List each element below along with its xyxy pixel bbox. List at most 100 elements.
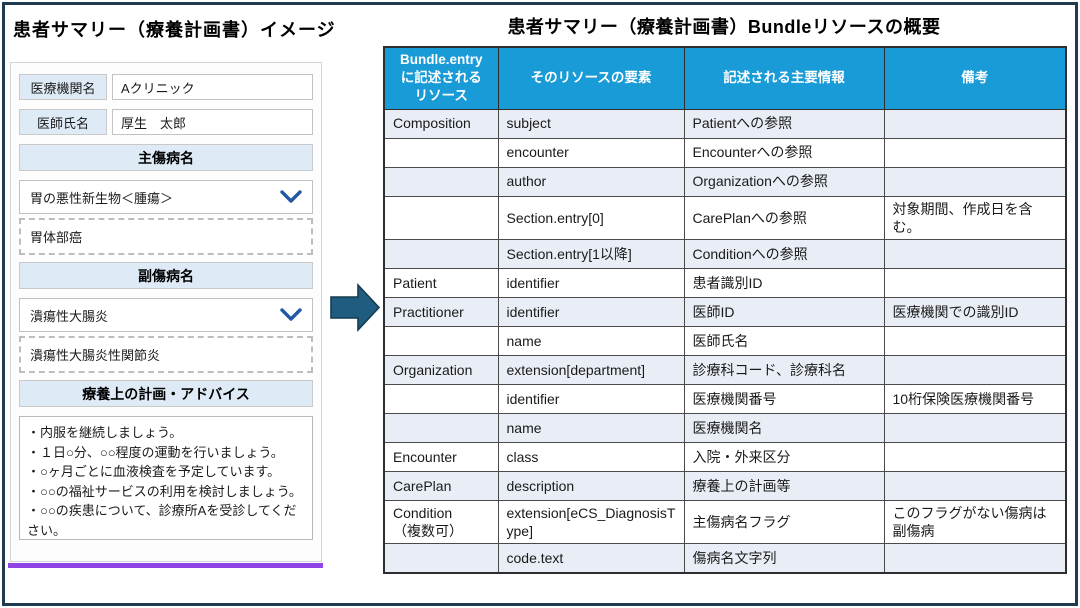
cell-element: name: [497, 412, 685, 443]
cell-resource: Condition （複数可）: [383, 499, 499, 545]
main-disease-dropdown[interactable]: 胃の悪性新生物＜腫瘍＞: [19, 180, 313, 214]
care-plan-section-header: 療養上の計画・アドバイス: [19, 380, 313, 407]
institution-label: 医療機関名: [19, 74, 107, 100]
main-disease-sub-input[interactable]: 胃体部癌: [19, 218, 313, 255]
purple-underline: [8, 563, 323, 568]
cell-remarks: 10桁保険医療機関番号: [883, 383, 1067, 414]
table-row: Section.entry[0]CarePlanへの参照対象期間、作成日を含む。: [383, 195, 1067, 240]
cell-main-info: 医療機関番号: [683, 383, 885, 414]
cell-main-info: 入院・外来区分: [683, 441, 885, 472]
left-panel-title: 患者サマリー（療養計画書）イメージ: [13, 20, 336, 40]
table-row: Condition （複数可）extension[eCS_DiagnosisTy…: [383, 499, 1067, 545]
cell-remarks: [883, 441, 1067, 472]
cell-element: class: [497, 441, 685, 472]
cell-element: author: [497, 166, 685, 197]
cell-remarks: [883, 543, 1067, 574]
cell-element: identifier: [497, 267, 685, 298]
cell-remarks: [883, 412, 1067, 443]
cell-remarks: [883, 267, 1067, 298]
table-row: Section.entry[1以降]Conditionへの参照: [383, 238, 1067, 269]
cell-main-info: Encounterへの参照: [683, 137, 885, 168]
cell-element: Section.entry[0]: [497, 195, 685, 240]
cell-remarks: [883, 238, 1067, 269]
table-header-row: Bundle.entry に記述される リソース そのリソースの要素 記述される…: [383, 46, 1067, 110]
cell-remarks: [883, 166, 1067, 197]
cell-element: identifier: [497, 296, 685, 327]
sub-disease-dropdown-value: 潰瘍性大腸炎: [30, 308, 109, 324]
main-disease-section-header: 主傷病名: [19, 144, 313, 171]
care-plan-advice-textarea[interactable]: ・内服を継続しましょう。 ・１日○分、○○程度の運動を行いましょう。 ・○ヶ月ご…: [19, 416, 313, 540]
cell-resource: Composition: [383, 108, 499, 139]
field-row-doctor: 医師氏名 厚生 太郎: [19, 109, 313, 135]
cell-resource: [383, 166, 499, 197]
cell-element: Section.entry[1以降]: [497, 238, 685, 269]
cell-remarks: [883, 325, 1067, 356]
cell-main-info: Organizationへの参照: [683, 166, 885, 197]
cell-resource: [383, 195, 499, 240]
cell-element: code.text: [497, 543, 685, 574]
doctor-name-input[interactable]: 厚生 太郎: [112, 109, 313, 135]
header-main-info: 記述される主要情報: [683, 46, 885, 110]
cell-remarks: [883, 108, 1067, 139]
cell-element: subject: [497, 108, 685, 139]
cell-resource: [383, 325, 499, 356]
cell-main-info: 傷病名文字列: [683, 543, 885, 574]
header-element: そのリソースの要素: [497, 46, 685, 110]
main-disease-dropdown-value: 胃の悪性新生物＜腫瘍＞: [30, 190, 174, 206]
cell-main-info: Conditionへの参照: [683, 238, 885, 269]
doctor-name-label: 医師氏名: [19, 109, 107, 135]
cell-remarks: [883, 354, 1067, 385]
cell-remarks: [883, 470, 1067, 501]
chevron-down-icon: [280, 190, 302, 203]
sub-disease-sub-input[interactable]: 潰瘍性大腸炎性関節炎: [19, 336, 313, 373]
cell-resource: [383, 543, 499, 574]
cell-resource: [383, 137, 499, 168]
cell-resource: Encounter: [383, 441, 499, 472]
cell-element: extension[department]: [497, 354, 685, 385]
cell-resource: Practitioner: [383, 296, 499, 327]
sub-disease-dropdown[interactable]: 潰瘍性大腸炎: [19, 298, 313, 332]
cell-resource: [383, 238, 499, 269]
cell-remarks: [883, 137, 1067, 168]
bundle-resource-table: Bundle.entry に記述される リソース そのリソースの要素 記述される…: [383, 46, 1067, 574]
header-remarks: 備考: [883, 46, 1067, 110]
cell-remarks: このフラグがない傷病は副傷病: [883, 499, 1067, 545]
institution-input[interactable]: Aクリニック: [112, 74, 313, 100]
table-panel-title: 患者サマリー（療養計画書）Bundleリソースの概要: [507, 17, 941, 37]
patient-summary-form: 医療機関名 Aクリニック 医師氏名 厚生 太郎 主傷病名 胃の悪性新生物＜腫瘍＞…: [10, 62, 322, 562]
cell-element: extension[eCS_DiagnosisType]: [497, 499, 685, 545]
cell-element: description: [497, 470, 685, 501]
cell-element: encounter: [497, 137, 685, 168]
cell-main-info: 医師氏名: [683, 325, 885, 356]
cell-main-info: 医師ID: [683, 296, 885, 327]
cell-main-info: 医療機関名: [683, 412, 885, 443]
cell-resource: [383, 383, 499, 414]
chevron-down-icon: [280, 308, 302, 321]
cell-main-info: Patientへの参照: [683, 108, 885, 139]
sub-disease-section-header: 副傷病名: [19, 262, 313, 289]
cell-main-info: 主傷病名フラグ: [683, 499, 885, 545]
cell-remarks: 医療機関での識別ID: [883, 296, 1067, 327]
cell-main-info: 診療科コード、診療科名: [683, 354, 885, 385]
cell-main-info: 療養上の計画等: [683, 470, 885, 501]
header-resource: Bundle.entry に記述される リソース: [383, 46, 499, 110]
cell-resource: Organization: [383, 354, 499, 385]
right-arrow-icon: [330, 282, 381, 333]
cell-element: name: [497, 325, 685, 356]
cell-resource: CarePlan: [383, 470, 499, 501]
cell-element: identifier: [497, 383, 685, 414]
cell-resource: [383, 412, 499, 443]
cell-resource: Patient: [383, 267, 499, 298]
cell-main-info: CarePlanへの参照: [683, 195, 885, 240]
